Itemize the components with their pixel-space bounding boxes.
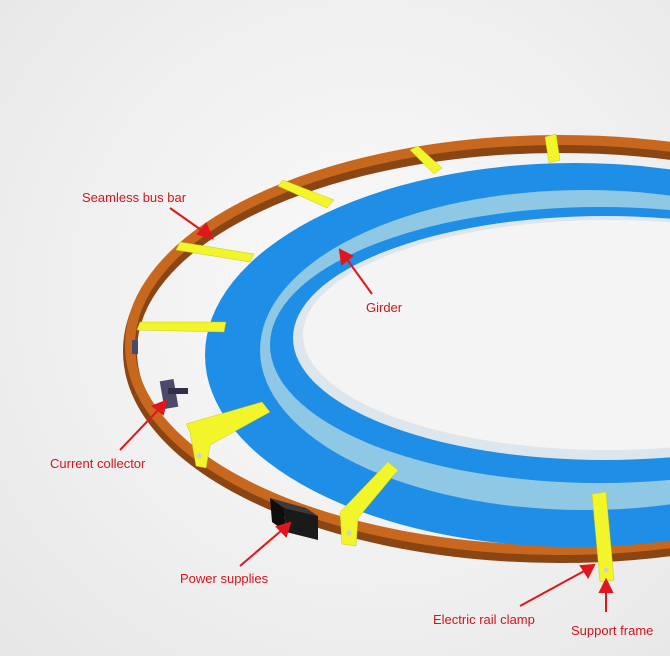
label-power-supplies: Power supplies [180,571,269,586]
clamp [175,241,255,263]
arrows [119,207,614,612]
clamps [136,133,615,583]
label-seamless-bus-bar: Seamless bus bar [82,190,187,205]
girder [205,163,670,547]
clamp [136,321,227,333]
arrow-rail-clamp [519,569,587,607]
clamp [277,179,335,209]
arrow-current-collector [119,407,161,451]
clamp [339,461,399,547]
label-girder: Girder [366,300,403,315]
clamp [591,491,615,583]
clamp [185,401,271,469]
arrow-bus-bar [169,207,205,233]
arrow-girder [345,257,373,295]
label-support-frame: Support frame [571,623,654,638]
clamp [544,133,561,164]
label-electric-rail-clamp: Electric rail clamp [433,612,535,627]
power-supply-box [270,498,318,540]
label-current-collector: Current collector [50,456,146,471]
seamless-bus-bar [123,135,670,563]
clamp [409,145,443,175]
arrow-power-supplies [239,529,283,567]
